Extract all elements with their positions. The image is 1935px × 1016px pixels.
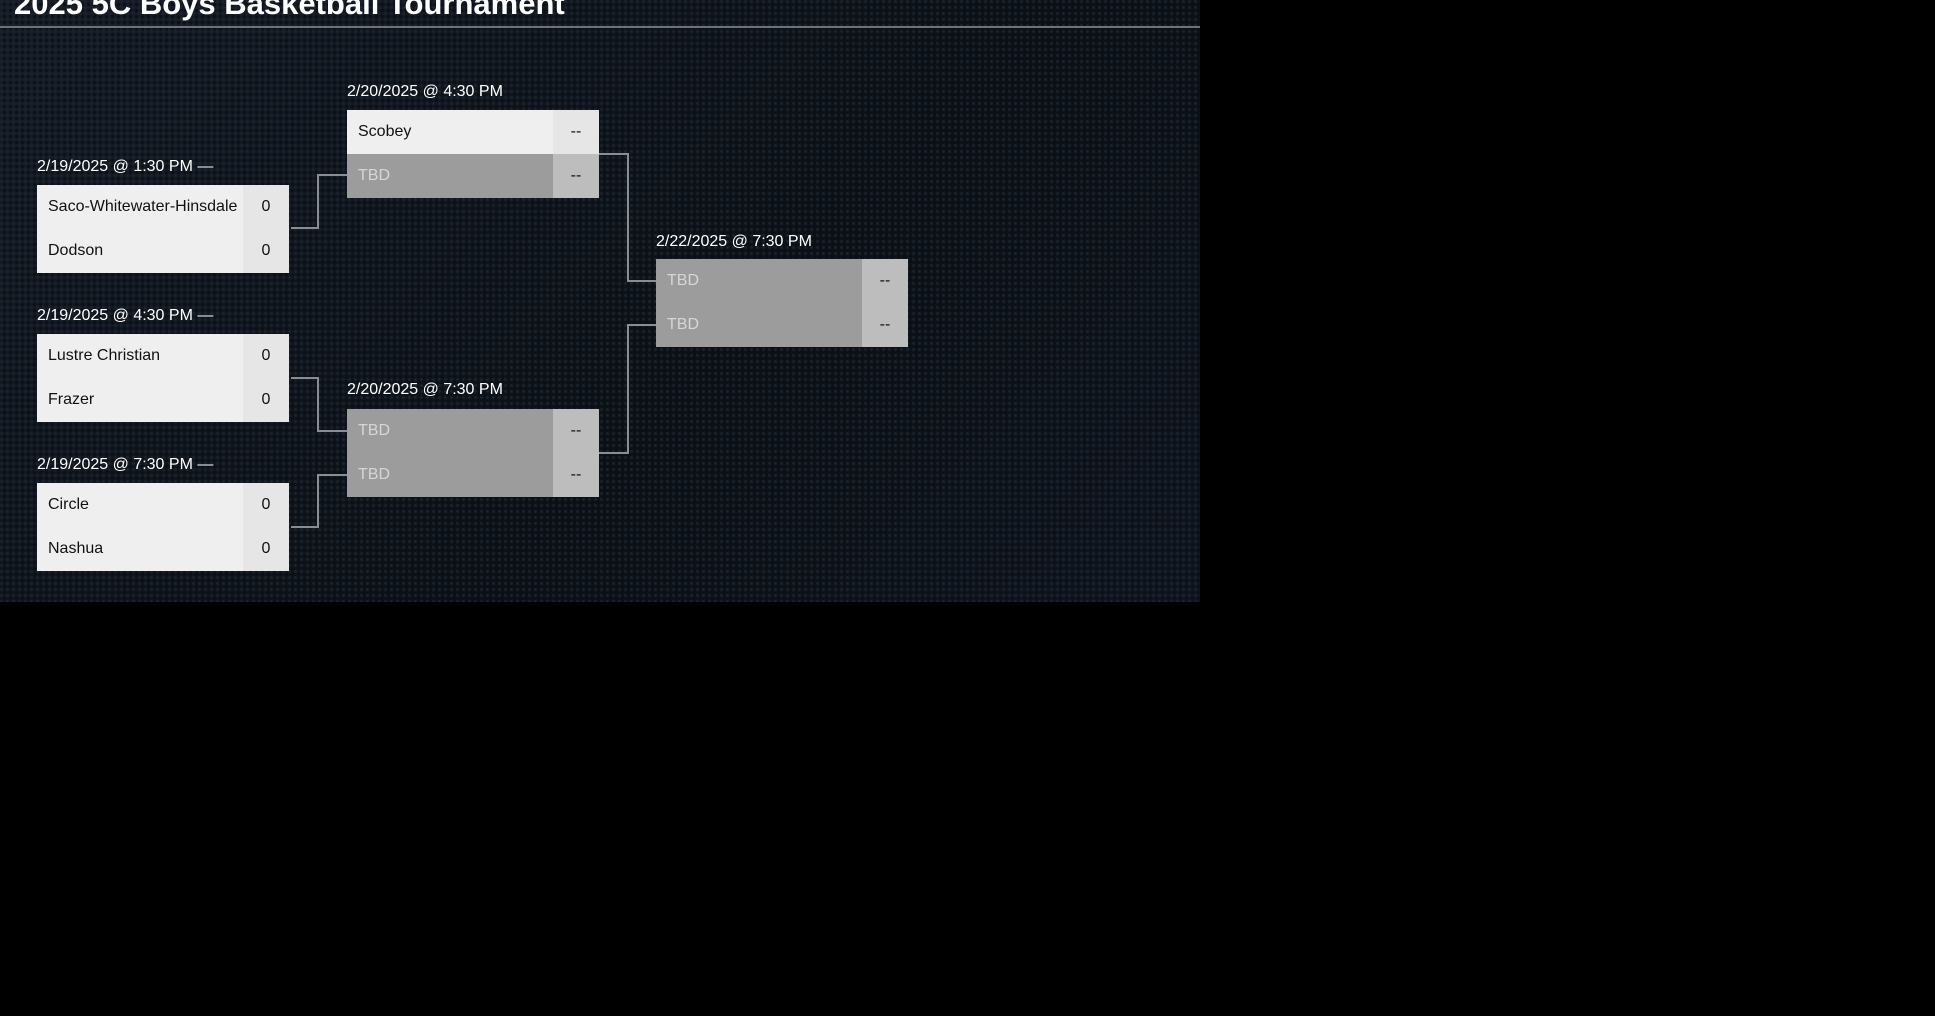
team-name: Scobey [347, 110, 553, 154]
match-card[interactable]: TBD-- TBD-- [347, 409, 599, 497]
page-title: 2025 5C Boys Basketball Tournament [14, 0, 565, 21]
team-name: Circle [37, 483, 243, 527]
team-score: 0 [243, 229, 289, 273]
team-name: TBD [656, 259, 862, 303]
team-row[interactable]: TBD-- [347, 453, 599, 497]
match-time: 2/19/2025 @ 1:30 PM — [37, 158, 214, 175]
team-row[interactable]: TBD-- [347, 409, 599, 453]
match-card[interactable]: Scobey-- TBD-- [347, 110, 599, 198]
team-row[interactable]: TBD-- [656, 259, 908, 303]
connector [291, 377, 347, 432]
team-score: -- [553, 409, 599, 453]
team-score: -- [553, 110, 599, 154]
team-score: -- [862, 259, 908, 303]
team-name: TBD [347, 409, 553, 453]
team-name: Saco-Whitewater-Hinsdale [37, 185, 243, 229]
team-score: 0 [243, 378, 289, 422]
team-name: TBD [347, 154, 553, 198]
team-score: -- [862, 303, 908, 347]
match-time: 2/20/2025 @ 4:30 PM [347, 83, 503, 100]
bracket-panel: 2025 5C Boys Basketball Tournament 2/19/… [0, 0, 1200, 602]
team-name: TBD [656, 303, 862, 347]
team-score: 0 [243, 334, 289, 378]
team-row[interactable]: Scobey-- [347, 110, 599, 154]
match-time: 2/19/2025 @ 4:30 PM — [37, 307, 214, 324]
connector [291, 474, 347, 528]
team-row[interactable]: TBD-- [656, 303, 908, 347]
team-name: TBD [347, 453, 553, 497]
bracket-connectors [291, 153, 656, 528]
team-name: Nashua [37, 527, 243, 571]
match-time: 2/19/2025 @ 7:30 PM — [37, 456, 214, 473]
team-row[interactable]: TBD-- [347, 154, 599, 198]
team-score: -- [553, 154, 599, 198]
team-name: Lustre Christian [37, 334, 243, 378]
match-time: 2/22/2025 @ 7:30 PM [656, 233, 812, 250]
team-score: 0 [243, 527, 289, 571]
team-name: Frazer [37, 378, 243, 422]
team-score: -- [553, 453, 599, 497]
connector [291, 174, 347, 229]
connector [599, 153, 656, 282]
championship-card[interactable]: TBD-- TBD-- [656, 259, 908, 347]
connector [599, 324, 656, 454]
match-time: 2/20/2025 @ 7:30 PM [347, 381, 503, 398]
divider [0, 26, 1200, 28]
team-score: 0 [243, 483, 289, 527]
team-name: Dodson [37, 229, 243, 273]
team-score: 0 [243, 185, 289, 229]
